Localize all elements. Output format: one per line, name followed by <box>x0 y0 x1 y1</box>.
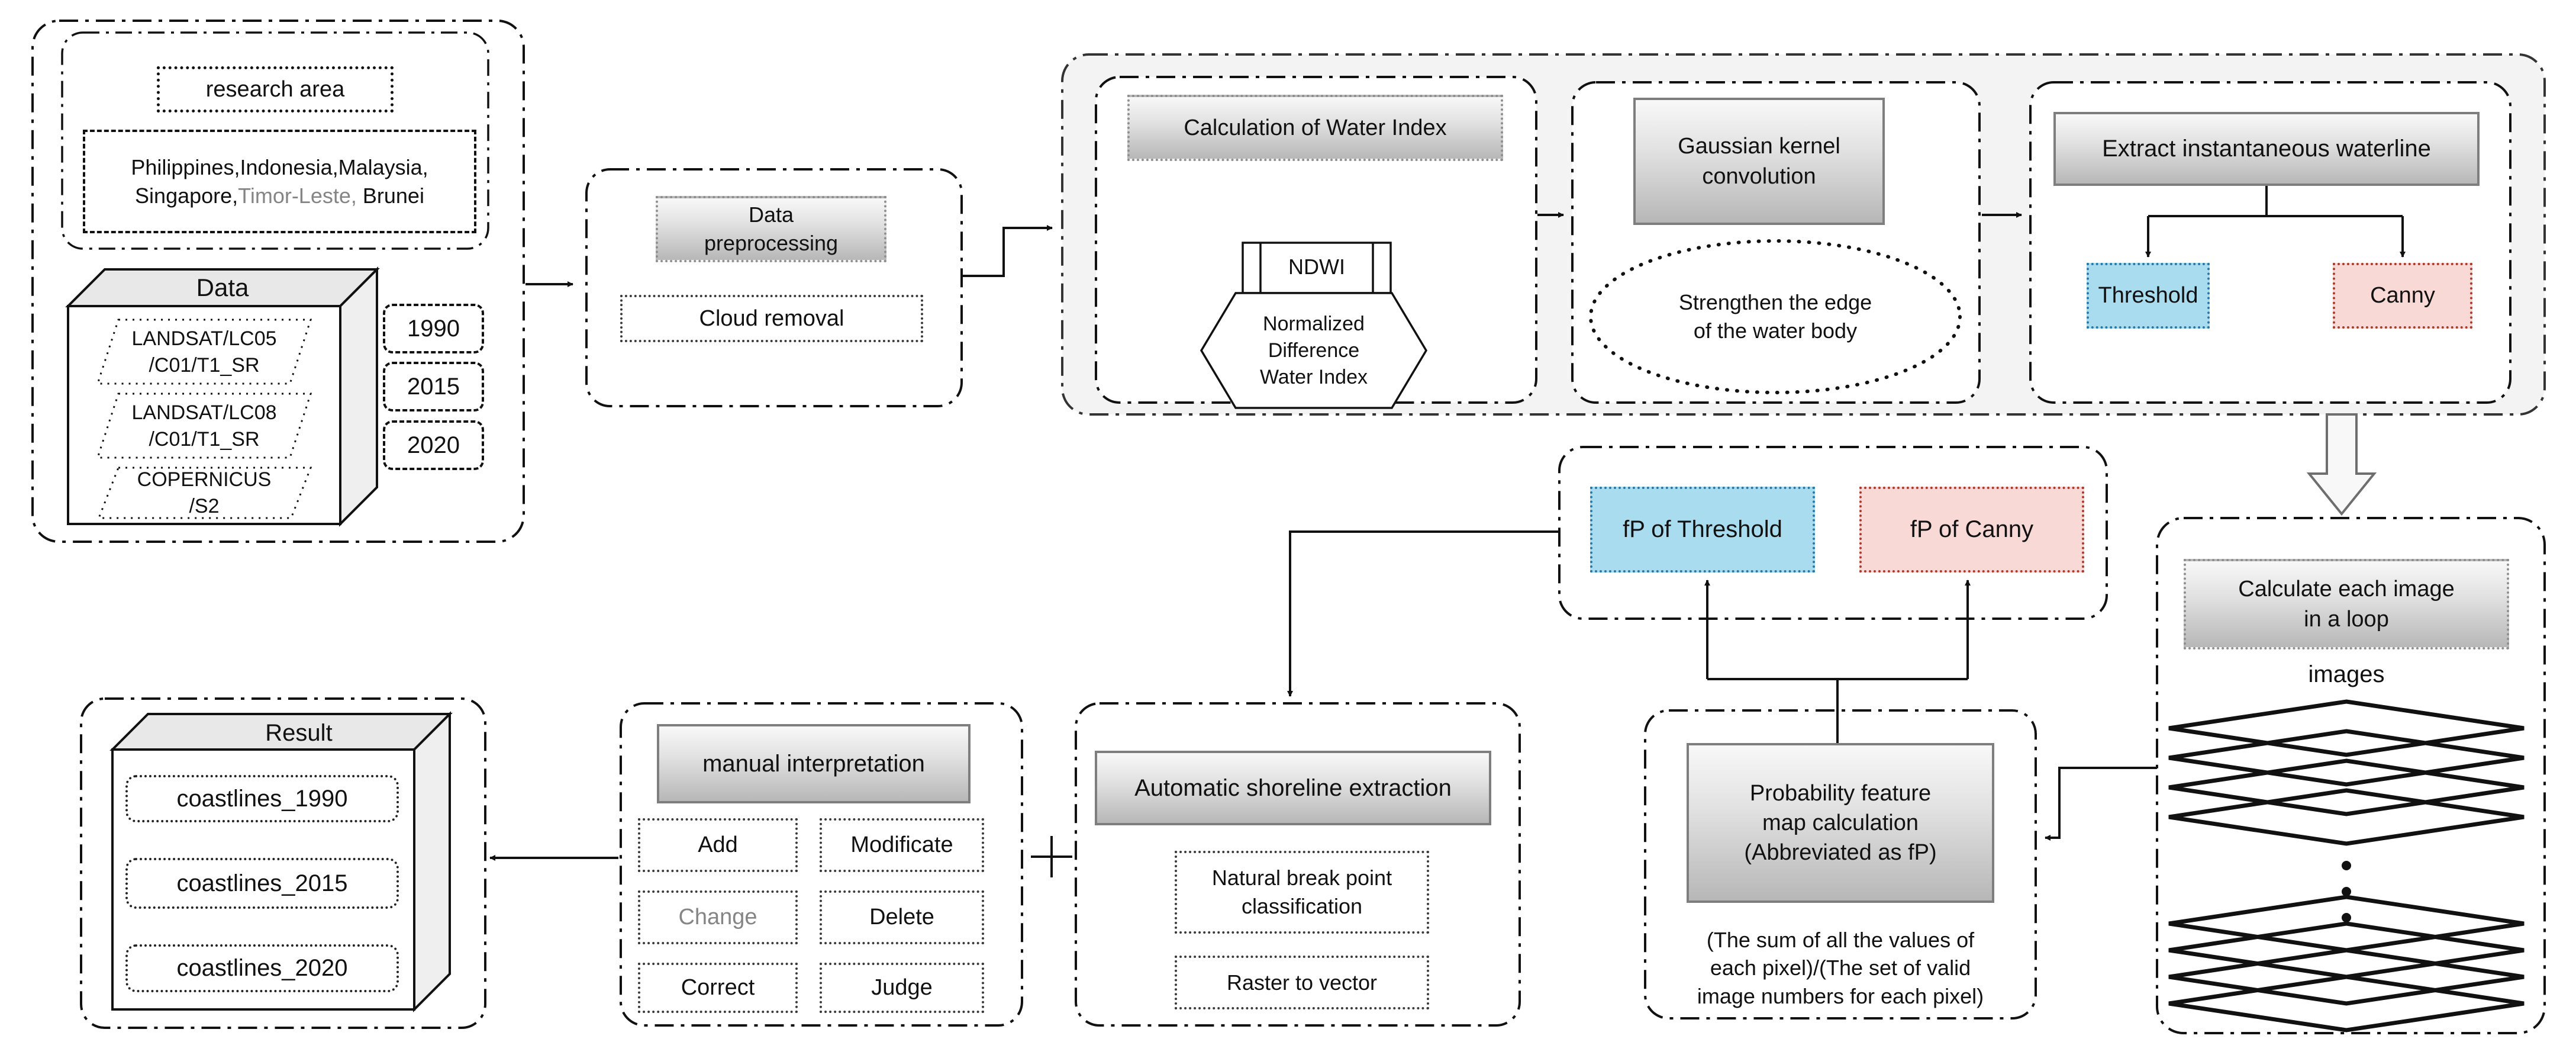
calculate-loop-box: Calculate each image in a loop <box>2184 559 2509 649</box>
ndwi-shape <box>1242 242 1392 294</box>
image-stack-top <box>2168 699 2525 846</box>
threshold-box: Threshold <box>2087 263 2210 329</box>
dataset-parallelogram-1 <box>96 319 312 385</box>
natural-break-box: Natural break point classification <box>1175 851 1429 934</box>
dataset-parallelogram-2 <box>96 393 312 459</box>
op-judge-box: Judge <box>820 963 984 1013</box>
waterline-branch-lines <box>2147 186 2404 255</box>
raster-to-vector-box: Raster to vector <box>1175 956 1429 1009</box>
plus-symbol <box>1031 836 1072 877</box>
arrow-images-to-probability <box>2045 767 2157 841</box>
countries-box: Philippines,Indonesia,Malaysia, Singapor… <box>83 130 476 233</box>
op-delete-box: Delete <box>820 890 984 944</box>
result-box-title: Result <box>265 719 333 746</box>
year-tag-2015: 2015 <box>383 362 484 411</box>
fp-canny-box: fP of Canny <box>1859 487 2084 573</box>
gaussian-kernel-box: Gaussian kernel convolution <box>1633 98 1885 225</box>
research-area-label: research area <box>205 76 345 102</box>
arrow-fp-to-auto-extraction <box>1287 530 1559 697</box>
probability-split-lines <box>1707 678 1968 743</box>
data-preprocessing-box: Data preprocessing <box>656 196 886 262</box>
year-tag-1990: 1990 <box>383 304 484 353</box>
strengthen-edge-label: Strengthen the edge of the water body <box>1678 290 1872 343</box>
data-box-title: Data <box>196 274 249 301</box>
dataset-1-label: LANDSAT/LC05 /C01/T1_SR <box>131 327 277 377</box>
calculation-water-index-box: Calculation of Water Index <box>1127 95 1503 161</box>
probability-formula: (The sum of all the values of each pixel… <box>1697 927 1984 1008</box>
coastlines-2015-box: coastlines_2015 <box>125 858 399 909</box>
coastlines-2020-box: coastlines_2020 <box>125 944 399 992</box>
strengthen-edge-ellipse <box>1589 239 1962 394</box>
coastlines-1990-box: coastlines_1990 <box>125 775 399 822</box>
result-box-side-face <box>413 711 451 1012</box>
dataset-2-label: LANDSAT/LC08 /C01/T1_SR <box>131 401 277 451</box>
ndwi-hexagon-label: Normalized Difference Water Index <box>1259 313 1368 388</box>
countries-line2: Singapore,Timor-Leste, Brunei <box>135 182 424 210</box>
op-correct-box: Correct <box>638 963 798 1013</box>
data-box-side-face <box>339 266 378 527</box>
op-add-box: Add <box>638 818 798 872</box>
stack-ellipsis-dots <box>2342 861 2351 922</box>
ndwi-hexagon <box>1200 292 1428 409</box>
year-tag-2020: 2020 <box>383 420 484 470</box>
op-modificate-box: Modificate <box>820 818 984 872</box>
cloud-removal-box: Cloud removal <box>620 295 923 342</box>
research-area-title-box: research area <box>157 66 394 112</box>
country-brunei: Brunei <box>356 183 424 208</box>
country-timor-leste: Timor-Leste, <box>238 183 357 208</box>
block-down-arrow <box>2306 413 2377 516</box>
dataset-parallelogram-3 <box>97 467 312 519</box>
canny-box: Canny <box>2333 263 2472 329</box>
probability-box: Probability feature map calculation (Abb… <box>1687 743 1994 903</box>
fp-threshold-box: fP of Threshold <box>1590 487 1815 573</box>
manual-interpretation-box: manual interpretation <box>657 724 971 803</box>
ndwi-label: NDWI <box>1288 255 1345 279</box>
op-change-box: Change <box>638 890 798 944</box>
dataset-3-label: COPERNICUS /S2 <box>137 468 272 517</box>
countries-line1: Philippines,Indonesia,Malaysia, <box>131 155 428 179</box>
images-label: images <box>2308 661 2385 687</box>
connector-lines <box>489 186 2406 877</box>
image-stack-bottom <box>2168 895 2525 1033</box>
auto-extraction-box: Automatic shoreline extraction <box>1095 751 1491 825</box>
extract-waterline-box: Extract instantaneous waterline <box>2053 112 2480 186</box>
arrow-preprocessing-to-pipeline <box>962 225 1053 277</box>
country-singapore: Singapore, <box>135 183 238 208</box>
